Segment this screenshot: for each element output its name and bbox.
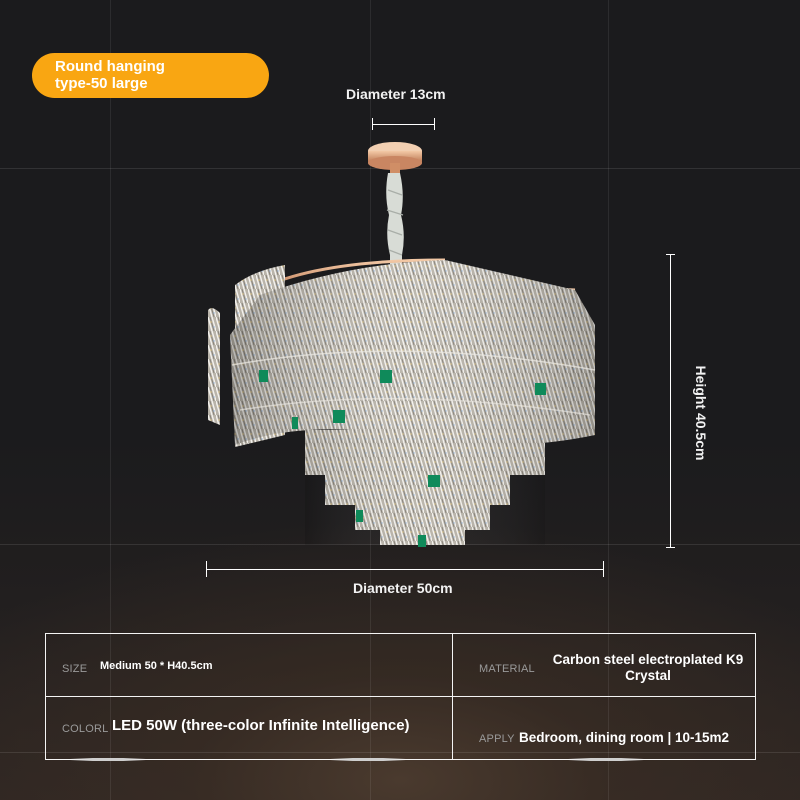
spec-cell-apply: APPLY Bedroom, dining room | 10-15m2 [453, 697, 755, 759]
height-label: Height 40.5cm [693, 365, 709, 461]
grid-line [110, 0, 111, 800]
spec-cell-size: SIZE Medium 50 * H40.5cm [46, 634, 453, 697]
grid-line [608, 0, 609, 800]
dimension-tick [603, 561, 604, 577]
shelf-highlight [70, 758, 146, 761]
spec-value: LED 50W (three-color Infinite Intelligen… [112, 717, 410, 734]
canopy-dimension-line [372, 124, 435, 125]
dimension-tick [666, 254, 675, 255]
badge-line-2: type-50 large [55, 75, 148, 92]
dimension-tick [372, 118, 373, 130]
shelf-highlight [568, 758, 644, 761]
body-diameter-label: Diameter 50cm [353, 580, 453, 596]
dimension-tick [206, 561, 207, 577]
height-dimension-line [670, 254, 671, 548]
badge-line-1: Round hanging [55, 58, 165, 75]
spec-value: Medium 50 * H40.5cm [100, 660, 213, 672]
spec-key: SIZE [62, 663, 88, 675]
spec-cell-color: COLORL LED 50W (three-color Infinite Int… [46, 697, 453, 759]
chandelier-product-image [208, 142, 596, 547]
product-type-badge: Round hanging type-50 large [32, 53, 269, 98]
spec-value: Carbon steel electroplated K9 Crystal [552, 652, 744, 683]
grid-line [0, 752, 800, 753]
shelf-highlight [330, 758, 406, 761]
spec-key: APPLY [479, 733, 515, 745]
dimension-tick [434, 118, 435, 130]
spec-key: COLORL [62, 723, 109, 735]
spec-table: SIZE Medium 50 * H40.5cm MATERIAL Carbon… [45, 633, 756, 760]
body-dimension-line [206, 569, 604, 570]
dimension-tick [666, 547, 675, 548]
canopy-diameter-label: Diameter 13cm [346, 86, 446, 102]
spec-cell-material: MATERIAL Carbon steel electroplated K9 C… [453, 634, 755, 697]
spec-key: MATERIAL [479, 663, 535, 675]
spec-value: Bedroom, dining room | 10-15m2 [519, 730, 730, 745]
